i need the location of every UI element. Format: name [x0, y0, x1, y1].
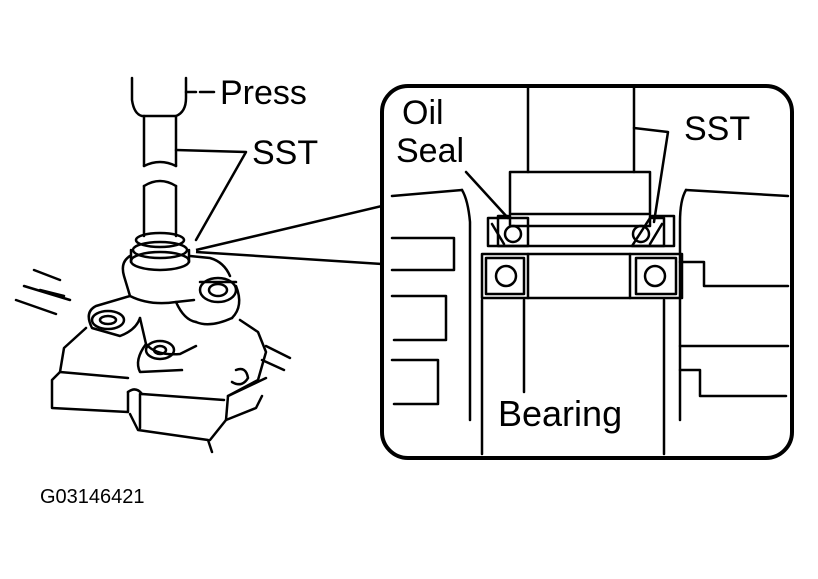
press-overview: [14, 76, 292, 454]
press-label: Press: [220, 74, 307, 112]
housing: [87, 254, 241, 374]
sst-driver: [129, 179, 191, 272]
sst-left-leader: [174, 148, 248, 242]
detail-housing: [390, 188, 790, 456]
sst-right-leader: [632, 126, 670, 224]
figure-id: G03146421: [40, 486, 145, 508]
sst-left-label: SST: [252, 134, 318, 172]
oil-seal-label-line2: Seal: [396, 132, 464, 170]
bearing: [480, 252, 684, 300]
oil-seal-label-line1: Oil: [402, 94, 444, 132]
sst-right-label: SST: [684, 110, 750, 148]
oil-seal: [486, 216, 666, 248]
vise: [14, 268, 292, 454]
oil-seal-leader: [464, 170, 510, 220]
bearing-label: Bearing: [498, 393, 622, 434]
detail-callout-pointer: [195, 204, 383, 266]
detail-sst: [496, 86, 676, 248]
detail-frame: [380, 84, 794, 460]
press-ram: [130, 76, 198, 168]
detail-view: [380, 84, 794, 460]
